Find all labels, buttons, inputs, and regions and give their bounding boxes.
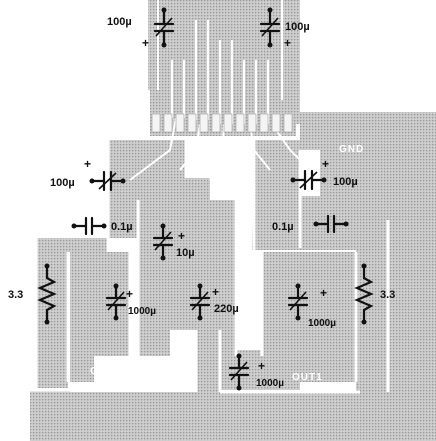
polarity-mark: + xyxy=(126,287,133,301)
copper-gaps xyxy=(30,140,390,394)
pin1-marker: 1 xyxy=(312,91,319,102)
capacitor-bypass-left: 0.1µ xyxy=(71,216,133,236)
polarity-mark: + xyxy=(84,157,91,171)
polarity-mark: + xyxy=(178,229,185,243)
polarity-mark: + xyxy=(320,286,327,300)
polarity-mark: + xyxy=(258,359,265,373)
capacitor-top-right: + 100µ xyxy=(259,7,310,50)
ic-pin-traces xyxy=(129,0,311,181)
gnd-label: GND xyxy=(339,144,364,155)
capacitor-mid-left: + 100µ xyxy=(50,157,126,192)
capacitor-value: 100µ xyxy=(50,177,75,189)
capacitor-value: 1000µ xyxy=(308,318,336,329)
capacitor-value: 100µ xyxy=(285,21,310,33)
capacitor-value: 100µ xyxy=(333,176,358,188)
out2-label: OUT2 xyxy=(90,366,121,377)
capacitor-center-lower: + 220µ xyxy=(189,283,239,321)
ic-pads xyxy=(151,113,293,133)
polarity-mark: + xyxy=(322,157,329,171)
out1-label: OUT1 xyxy=(292,372,323,383)
capacitor-value: 1000µ xyxy=(256,378,284,389)
polarity-mark: + xyxy=(212,285,219,299)
resistor-value: 3.3 xyxy=(8,289,23,301)
resistor-right: 3.3 xyxy=(354,263,395,325)
capacitor-value: 0.1µ xyxy=(111,221,133,233)
capacitor-value: 10µ xyxy=(176,247,195,259)
capacitor-top-left: + 100µ xyxy=(107,7,175,50)
capacitor-center-upper: + 10µ xyxy=(152,223,195,261)
capacitor-out-left: + 1000µ xyxy=(105,283,156,321)
copper-pours xyxy=(30,0,436,441)
polarity-mark: + xyxy=(142,36,149,50)
capacitor-value: 100µ xyxy=(107,16,132,28)
capacitor-value: 220µ xyxy=(214,303,239,315)
capacitor-bottom: + 1000µ xyxy=(228,353,284,391)
capacitor-bypass-right: 0.1µ xyxy=(272,214,349,234)
polarity-mark: + xyxy=(284,36,291,50)
capacitor-value: 0.1µ xyxy=(272,221,294,233)
resistor-left: 3.3 xyxy=(8,263,57,325)
resistor-value: 3.3 xyxy=(380,289,395,301)
capacitor-value: 1000µ xyxy=(128,306,156,317)
capacitor-mid-right: + 100µ xyxy=(290,157,358,191)
capacitor-out-right: + 1000µ xyxy=(287,283,336,329)
